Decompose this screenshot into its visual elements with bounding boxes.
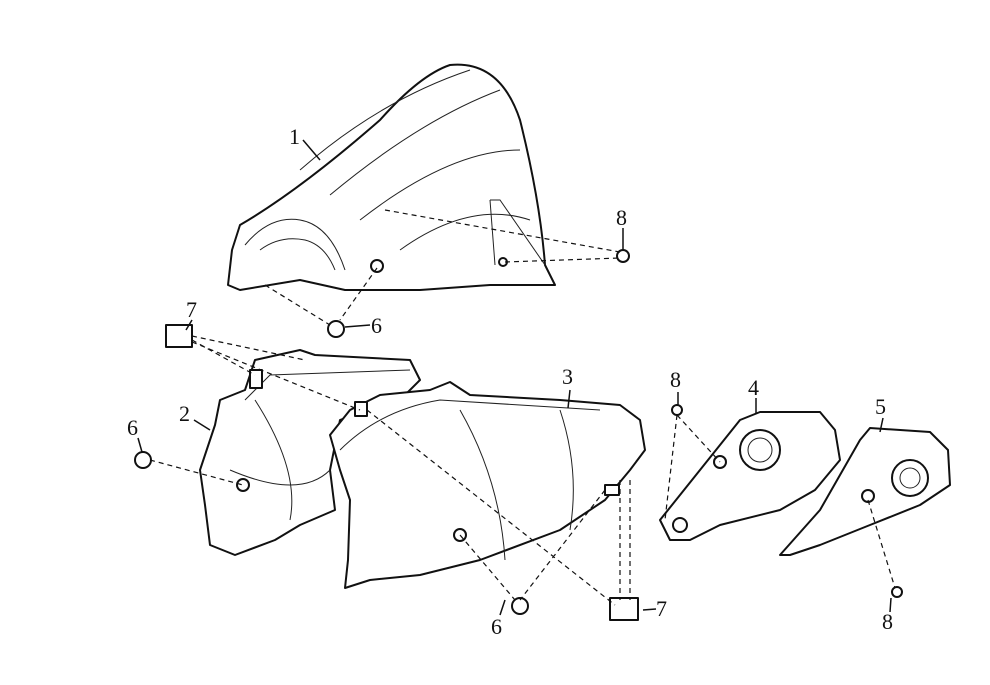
callout-2: 2 [179,401,190,426]
callout-8: 8 [670,367,681,392]
part-1-rear-cover [227,63,556,291]
callout-1: 1 [289,124,300,149]
part-3-right-side-panel [329,381,646,589]
callout-6: 6 [371,313,382,338]
callout-7: 7 [186,297,197,322]
part-4-cover [659,411,841,541]
leader-lines [137,139,892,616]
callout-6: 6 [491,614,502,639]
callout-6: 6 [127,415,138,440]
callout-8: 8 [616,205,627,230]
callout-8: 8 [882,609,893,634]
callout-4: 4 [748,375,759,400]
callout-3: 3 [562,364,573,389]
callout-7: 7 [656,596,667,621]
callout-5: 5 [875,394,886,419]
assembly-lines [149,209,896,606]
